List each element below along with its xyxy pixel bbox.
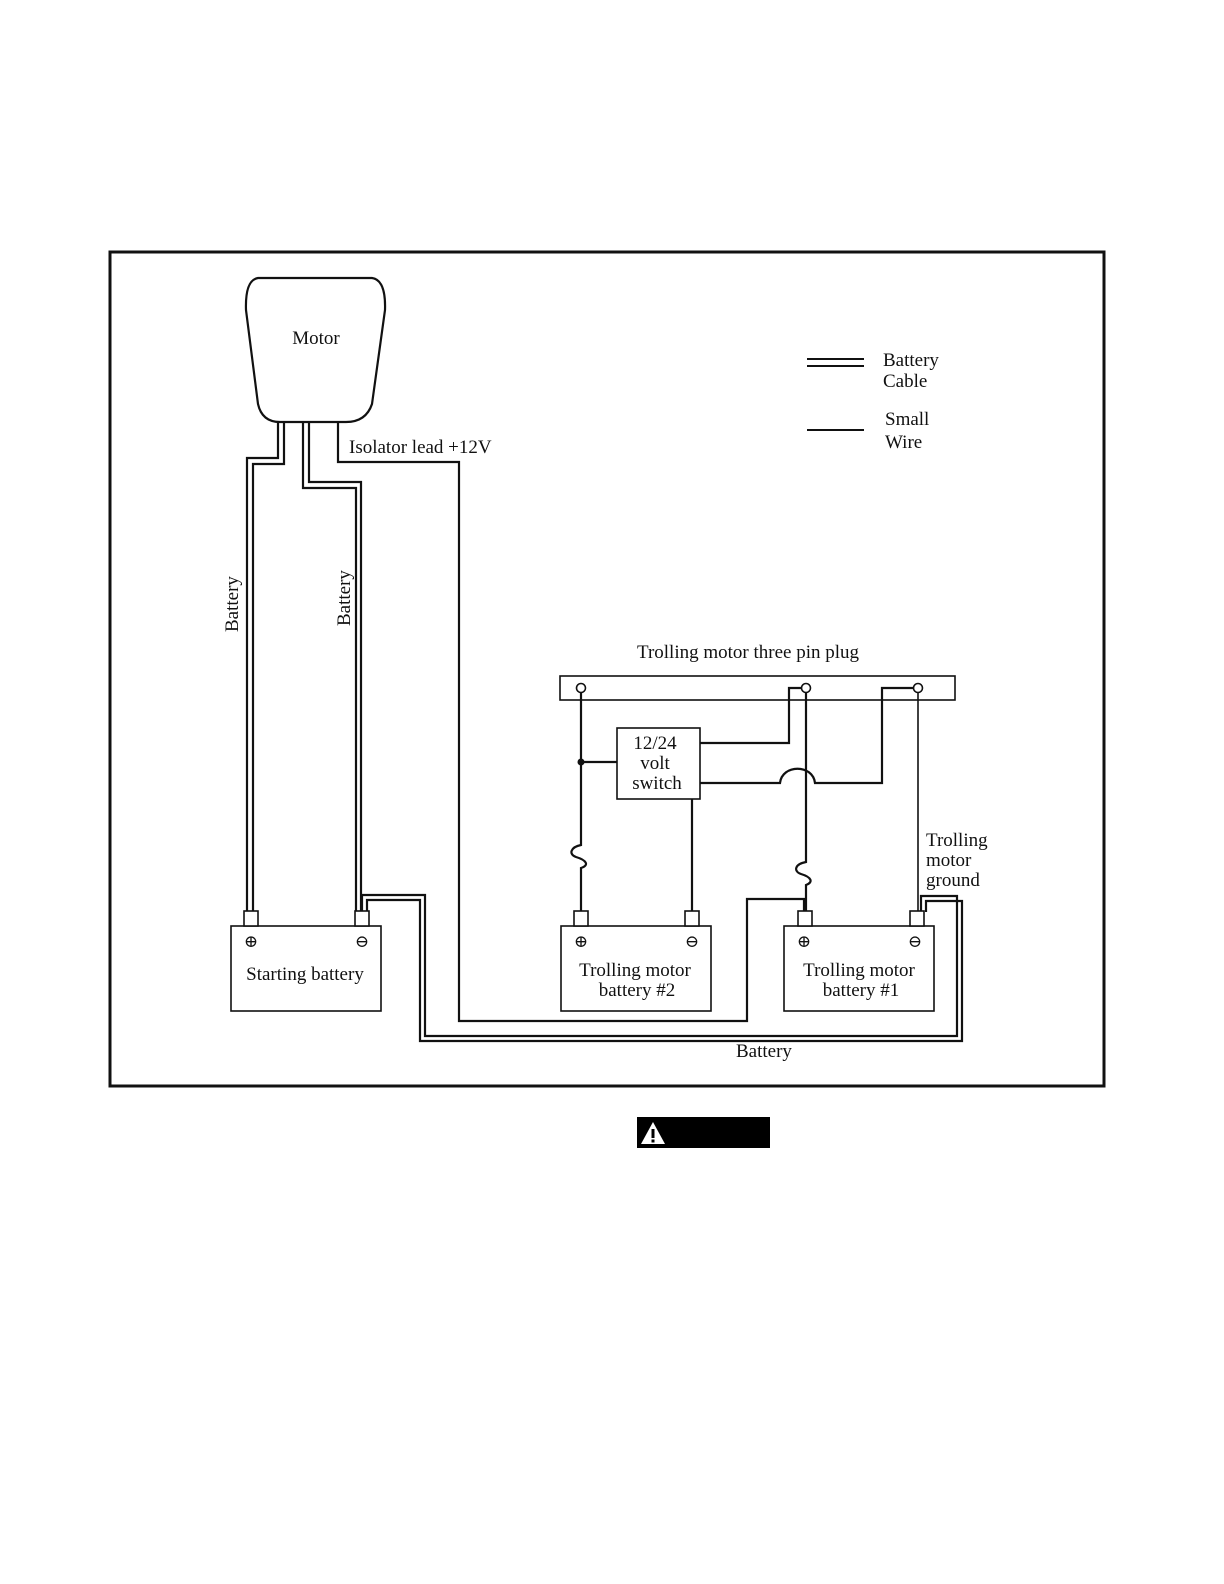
legend-small-wire-label-2: Wire (885, 432, 922, 453)
cable-label-left: Battery (222, 576, 243, 632)
cable-motor-to-start-neg-b (309, 422, 361, 912)
isolator-lead-label: Isolator lead +12V (349, 437, 492, 458)
motor-shape (246, 278, 385, 422)
tm-battery-1-plus-symbol: ⊕ (797, 932, 811, 951)
switch-label-1: 12/24 (633, 733, 677, 754)
tm-battery-2-plus-symbol: ⊕ (574, 932, 588, 951)
tm-battery-1-minus-symbol: ⊖ (908, 932, 922, 951)
tm-battery-2-label-1: Trolling motor (579, 960, 691, 981)
warning-banner (637, 1117, 770, 1148)
starting-battery-minus-symbol: ⊖ (355, 932, 369, 951)
plug-label: Trolling motor three pin plug (637, 642, 860, 663)
wire-pin1-to-tm2-pos (571, 693, 586, 912)
tm-battery-1-label-2: battery #1 (823, 980, 900, 1001)
tm-battery-1-neg-terminal (910, 911, 924, 926)
tm-battery-1-label-1: Trolling motor (803, 960, 915, 981)
ground-label-1: Trolling (926, 830, 988, 851)
switch-label-3: switch (632, 773, 682, 794)
plug-pin-3 (914, 684, 923, 693)
starting-battery-plus-symbol: ⊕ (244, 932, 258, 951)
cable-motor-to-start-pos-a (247, 422, 278, 912)
ground-label-2: motor (926, 850, 972, 871)
starting-battery-neg-terminal (355, 911, 369, 926)
tm-battery-2-neg-terminal (685, 911, 699, 926)
plug-pin-2 (802, 684, 811, 693)
tm-battery-1-pos-terminal (798, 911, 812, 926)
cable-motor-to-start-pos-b (253, 422, 284, 912)
warning-triangle-icon (640, 1120, 666, 1146)
plug-pin-1 (577, 684, 586, 693)
starting-battery-pos-terminal (244, 911, 258, 926)
tm-battery-2-label-2: battery #2 (599, 980, 676, 1001)
cable-label-middle: Battery (334, 570, 355, 626)
tm-battery-2-pos-terminal (574, 911, 588, 926)
ground-label-3: ground (926, 870, 980, 891)
starting-battery-label: Starting battery (246, 964, 364, 985)
cable-motor-to-start-neg-a (303, 422, 356, 912)
wire-pin2-to-tm1-pos (796, 693, 810, 912)
legend-battery-cable-label-1: Battery (883, 350, 939, 371)
motor-label: Motor (292, 328, 340, 349)
legend-small-wire-label-1: Small (885, 409, 929, 430)
legend-battery-cable-label-2: Cable (883, 371, 927, 392)
tm-battery-2-minus-symbol: ⊖ (685, 932, 699, 951)
cable-label-bottom: Battery (736, 1041, 792, 1062)
switch-label-2: volt (640, 753, 670, 774)
